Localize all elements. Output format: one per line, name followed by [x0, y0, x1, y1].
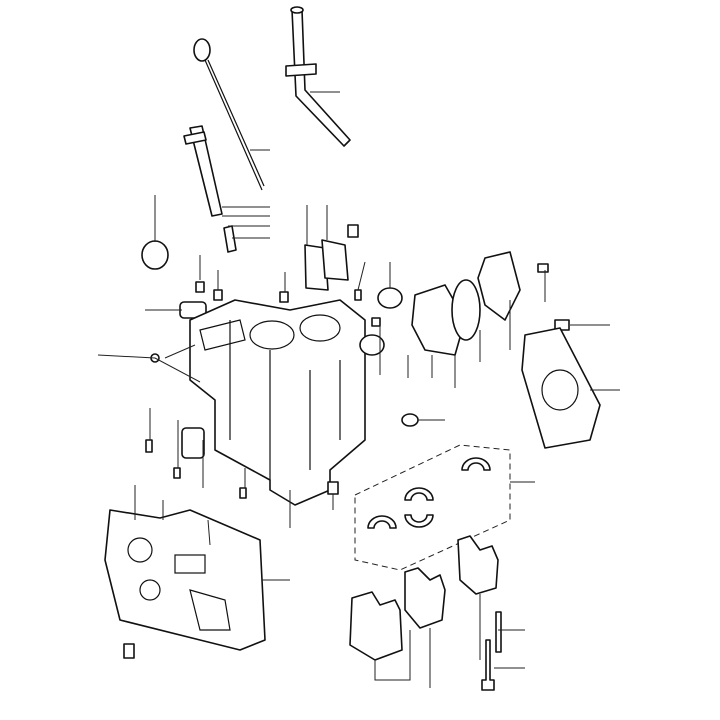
expansion-plug [141, 240, 169, 270]
cup-plug [377, 287, 403, 309]
bolt [554, 319, 570, 331]
disc-plug [359, 334, 385, 356]
bolt [347, 224, 359, 238]
bolt [481, 639, 495, 691]
rear-plate [521, 327, 601, 449]
bolt [327, 481, 339, 495]
bushing [181, 427, 205, 459]
pin [354, 289, 362, 301]
dipstick [193, 38, 265, 191]
dowel-pin [239, 487, 247, 499]
main-bearing-caps [349, 535, 499, 661]
oil-filler-tube [285, 6, 351, 147]
bearing-shell-set [354, 444, 511, 571]
dipstick-guide-tube [183, 125, 237, 253]
dowel-pin [145, 439, 153, 453]
stud [495, 611, 502, 653]
plug [279, 291, 289, 303]
plug [195, 281, 205, 293]
cover-plate [321, 239, 349, 281]
nut [371, 317, 381, 327]
cylinder-block [189, 299, 366, 506]
plug [213, 289, 223, 301]
rear-oil-seal [451, 279, 481, 341]
front-gasket-plate [104, 509, 266, 651]
cover-gasket [304, 244, 329, 291]
seal-retainer [477, 251, 521, 321]
dowel-pin [173, 467, 181, 479]
bearing-shells [367, 457, 491, 529]
callout-lines [97, 91, 620, 688]
o-ring [401, 413, 419, 427]
bolt [537, 263, 549, 273]
bolt [123, 643, 135, 659]
